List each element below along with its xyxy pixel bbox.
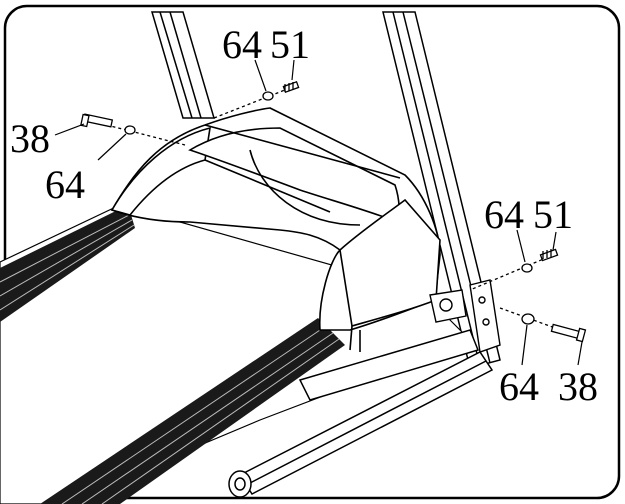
upright-bracket — [429, 279, 501, 353]
top-bolt-icon — [282, 80, 300, 94]
front-side-rail — [40, 318, 345, 504]
callout-top-washer: 64 — [222, 22, 262, 67]
callout-left-bolt: 38 — [10, 116, 50, 161]
right-lower-bolt-icon — [550, 323, 587, 343]
right-upper-bolt-icon — [539, 248, 559, 262]
left-washer-icon — [124, 125, 136, 135]
motor-hood — [110, 107, 441, 352]
right-lower-hardware — [499, 307, 587, 343]
left-hardware — [80, 113, 186, 146]
base-frame — [228, 329, 494, 498]
right-upper-hardware — [469, 248, 559, 291]
callout-right-upper-washer: 64 — [484, 192, 524, 237]
left-bolt-icon — [80, 113, 114, 128]
callout-leaders — [54, 59, 583, 366]
callout-right-lower-washer: 64 — [499, 364, 539, 409]
top-washer-icon — [262, 91, 274, 101]
callout-right-lower-bolt: 38 — [558, 364, 598, 409]
callout-left-washer: 64 — [45, 162, 85, 207]
diagram-frame — [3, 4, 621, 500]
top-hardware — [213, 80, 300, 119]
right-upper-washer-icon — [521, 263, 533, 273]
right-lower-washer-icon — [521, 313, 535, 325]
right-upright — [382, 11, 501, 369]
left-side-rail — [0, 205, 135, 322]
callout-right-upper-bolt: 51 — [533, 192, 573, 237]
callout-top-bolt: 51 — [270, 22, 310, 67]
left-upright — [150, 11, 216, 119]
